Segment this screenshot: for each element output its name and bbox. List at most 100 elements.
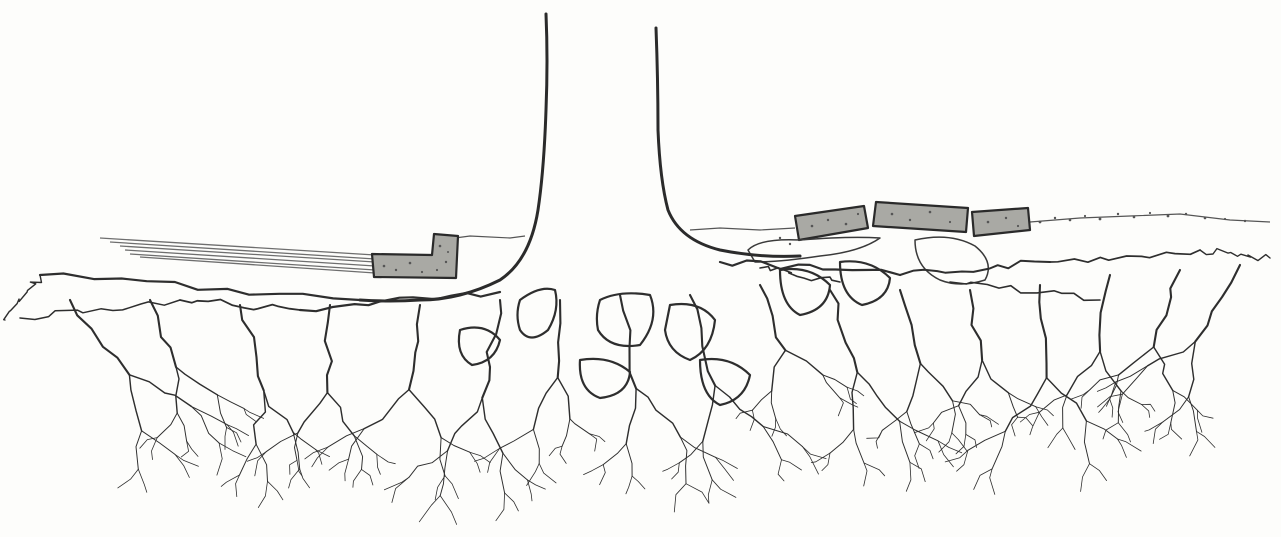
- root: [1067, 351, 1100, 395]
- root: [4, 275, 42, 320]
- root: [175, 454, 189, 477]
- root: [240, 444, 257, 475]
- root: [968, 431, 1005, 450]
- root: [716, 457, 734, 480]
- root: [1012, 417, 1018, 436]
- root: [712, 480, 736, 498]
- root: [1030, 412, 1040, 435]
- root: [1197, 410, 1213, 418]
- root: [1197, 431, 1215, 447]
- root: [974, 469, 992, 490]
- root-network: [4, 249, 1270, 525]
- root: [980, 415, 992, 427]
- root: [763, 427, 802, 447]
- root: [377, 454, 396, 463]
- root: [227, 425, 249, 436]
- root: [264, 390, 293, 432]
- root: [176, 367, 217, 395]
- root: [1190, 431, 1198, 456]
- root: [482, 300, 501, 398]
- root: [1173, 390, 1198, 410]
- root: [626, 389, 636, 444]
- root: [136, 431, 142, 469]
- root: [528, 480, 546, 489]
- sidewalk-slab-1: [795, 206, 868, 240]
- root: [327, 393, 354, 436]
- pencil-shading: [100, 238, 375, 273]
- root: [1154, 270, 1180, 347]
- root: [597, 293, 653, 346]
- root: [157, 413, 177, 438]
- root: [992, 431, 1005, 469]
- root: [305, 447, 328, 459]
- root: [771, 391, 775, 419]
- root: [266, 433, 298, 452]
- root: [590, 434, 597, 451]
- root: [364, 390, 409, 429]
- root: [906, 462, 911, 491]
- root: [1039, 285, 1046, 378]
- root: [802, 447, 826, 459]
- root: [289, 469, 300, 488]
- root: [362, 469, 373, 485]
- root: [1099, 275, 1110, 351]
- root: [580, 359, 630, 398]
- root: [1160, 423, 1171, 440]
- root: [225, 428, 227, 450]
- root: [191, 406, 219, 443]
- root: [632, 476, 645, 489]
- root: [811, 453, 830, 463]
- root: [970, 290, 982, 360]
- root: [626, 476, 632, 494]
- root: [752, 391, 771, 410]
- root: [716, 457, 738, 468]
- root: [527, 464, 540, 486]
- root: [560, 446, 566, 463]
- root: [236, 475, 240, 497]
- sidewalk-slab-2: [873, 202, 968, 232]
- root: [915, 444, 920, 469]
- root: [345, 459, 349, 481]
- root: [600, 465, 606, 485]
- root: [268, 481, 283, 500]
- sidewalk-slab-3: [972, 208, 1030, 236]
- root: [1084, 421, 1089, 464]
- root: [118, 469, 139, 488]
- root: [441, 438, 470, 453]
- root: [1081, 389, 1090, 408]
- root: [907, 364, 921, 412]
- root: [990, 469, 995, 495]
- soil-pockets: [748, 237, 988, 284]
- root: [674, 484, 686, 512]
- root: [1145, 422, 1163, 431]
- root: [760, 285, 785, 350]
- root: [329, 459, 349, 470]
- root: [665, 304, 715, 360]
- root: [910, 462, 925, 481]
- root: [258, 481, 267, 507]
- root: [217, 395, 226, 428]
- root: [663, 463, 680, 471]
- root: [496, 493, 505, 521]
- root: [353, 469, 362, 487]
- root: [864, 463, 885, 476]
- root: [900, 261, 1050, 275]
- root: [570, 419, 590, 434]
- root: [750, 410, 754, 430]
- root: [440, 496, 456, 525]
- root: [227, 425, 238, 447]
- root: [864, 463, 867, 486]
- root: [830, 290, 857, 372]
- root: [129, 375, 191, 407]
- root: [448, 398, 483, 451]
- root: [500, 429, 534, 448]
- root: [440, 438, 445, 476]
- root: [219, 443, 246, 457]
- root: [626, 444, 632, 476]
- root: [847, 387, 864, 396]
- root: [409, 305, 420, 390]
- root: [181, 441, 188, 457]
- root: [603, 444, 626, 465]
- root: [558, 300, 561, 378]
